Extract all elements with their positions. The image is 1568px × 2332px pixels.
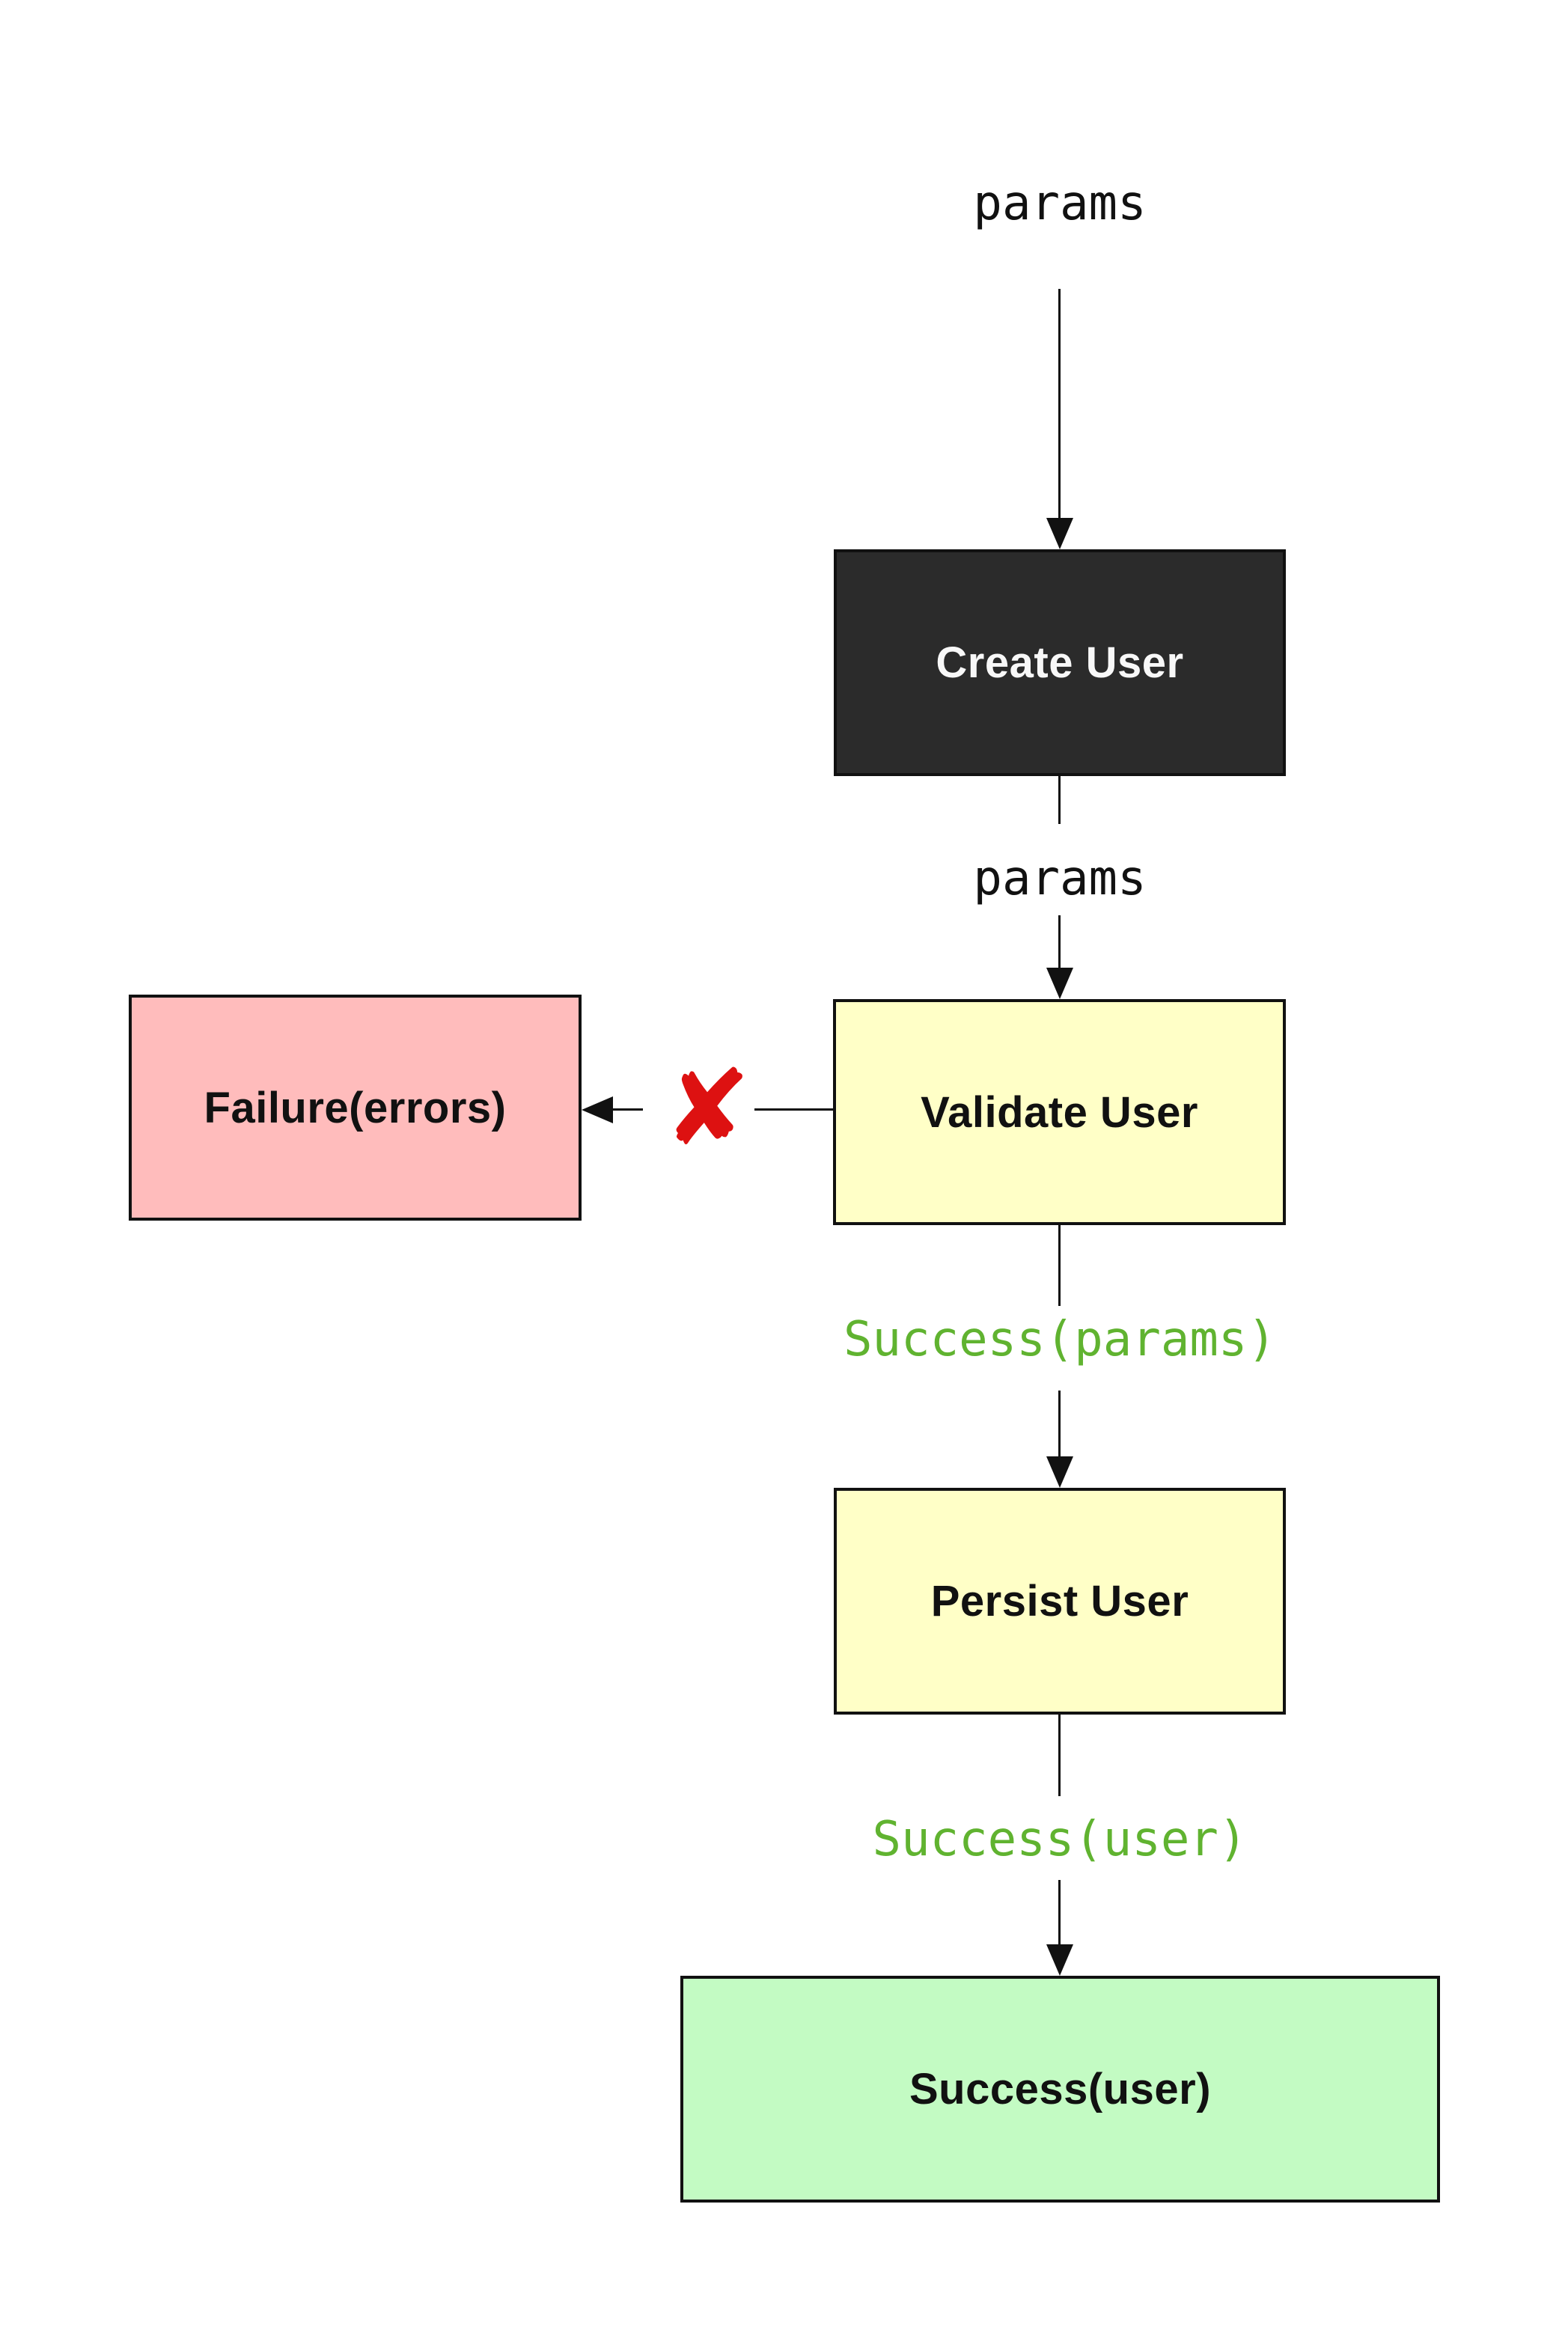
node-label: Success(user) xyxy=(909,2065,1212,2113)
edge-label-success-params: Success(params) xyxy=(844,1312,1276,1367)
edge-top-params-line xyxy=(1058,289,1061,518)
node-validate-user: Validate User xyxy=(833,999,1286,1225)
node-label: Failure(errors) xyxy=(204,1083,507,1132)
edge-validate-persist-line-upper xyxy=(1058,1225,1061,1306)
node-persist-user: Persist User xyxy=(834,1488,1286,1715)
node-label: Validate User xyxy=(921,1087,1198,1137)
edge-persist-success-line-lower xyxy=(1058,1880,1061,1944)
edge-create-validate-line-lower xyxy=(1058,915,1061,968)
node-create-user: Create User xyxy=(834,549,1286,776)
node-label: Create User xyxy=(936,638,1184,687)
edge-validate-failure-line-left xyxy=(613,1108,643,1111)
edge-validate-persist-line-lower xyxy=(1058,1391,1061,1456)
edge-create-validate-line-upper xyxy=(1058,776,1061,824)
edge-label-params-mid: params xyxy=(973,851,1147,906)
edge-validate-failure-line-right xyxy=(754,1108,833,1111)
reject-x-icon: ✘ xyxy=(663,1048,751,1170)
arrowhead-down-icon xyxy=(1046,968,1073,999)
node-label: Persist User xyxy=(930,1577,1189,1626)
node-failure: Failure(errors) xyxy=(129,995,582,1221)
edge-persist-success-line-upper xyxy=(1058,1715,1061,1796)
arrowhead-left-icon xyxy=(582,1096,613,1123)
arrowhead-down-icon xyxy=(1046,1944,1073,1976)
arrowhead-down-icon xyxy=(1046,518,1073,549)
node-success: Success(user) xyxy=(680,1976,1440,2203)
edge-label-params-top: params xyxy=(973,176,1147,231)
edge-label-success-user: Success(user) xyxy=(872,1812,1248,1867)
arrowhead-down-icon xyxy=(1046,1456,1073,1488)
